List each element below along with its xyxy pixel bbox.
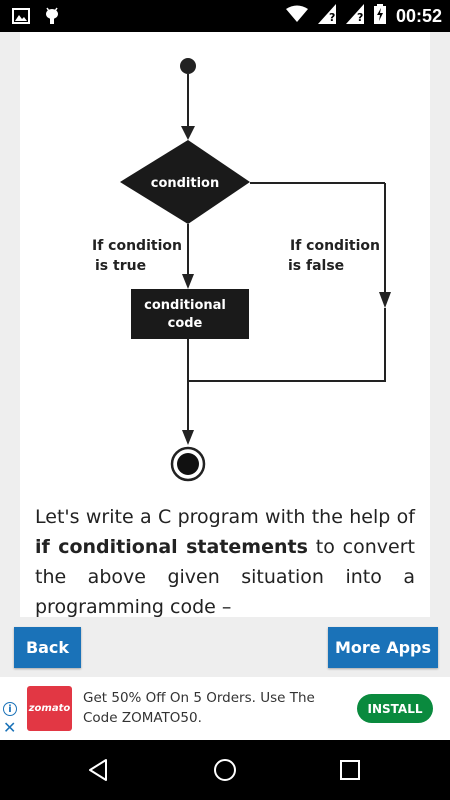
article-paragraph: Let's write a C program with the help of… [35, 502, 415, 617]
android-debug-icon [44, 7, 60, 30]
button-bar: Back More Apps [0, 617, 450, 677]
wifi-icon [285, 5, 308, 28]
ad-banner[interactable]: i ✕ zomato Get 50% Off On 5 Orders. Use … [0, 677, 450, 740]
false-label-line2: is false [288, 258, 344, 274]
back-button[interactable]: Back [14, 627, 81, 668]
svg-text:?: ? [329, 11, 335, 24]
install-button[interactable]: INSTALL [357, 694, 433, 723]
true-label-line1: If condition [92, 238, 182, 254]
battery-charging-icon [373, 4, 386, 29]
process-label-line2: code [168, 316, 203, 331]
svg-text:?: ? [357, 11, 363, 24]
home-nav-icon[interactable] [205, 754, 245, 786]
process-label-line1: conditional [144, 298, 226, 313]
decision-label: condition [151, 176, 220, 191]
status-time: 00:52 [395, 6, 442, 26]
arrowhead-end [182, 430, 194, 445]
status-bar: ? ? 00:52 [0, 0, 450, 32]
paragraph-bold: if conditional statements [35, 536, 308, 558]
paragraph-text-1: Let's write a C program with the help of [35, 506, 415, 528]
start-node [180, 58, 196, 74]
process-box [131, 289, 249, 339]
end-node-inner [177, 453, 199, 475]
paragraph-text-2: to convert the above given situation int… [35, 536, 415, 617]
image-icon [12, 8, 30, 29]
article-card: condition conditional code If condition … [20, 32, 430, 617]
recents-nav-icon[interactable] [330, 754, 370, 786]
ad-text[interactable]: Get 50% Off On 5 Orders. Use The Code ZO… [83, 690, 315, 726]
true-label-line2: is true [95, 258, 146, 274]
zomato-logo[interactable]: zomato [27, 686, 72, 731]
more-apps-button[interactable]: More Apps [328, 627, 438, 668]
signal-unknown-icon-2: ? [345, 4, 364, 29]
decision-diamond [120, 140, 250, 224]
false-label-line1: If condition [290, 238, 380, 254]
arrowhead-1 [181, 126, 195, 140]
ad-info-icon[interactable]: i [3, 702, 17, 716]
back-nav-icon[interactable] [79, 754, 119, 786]
content-area[interactable]: condition conditional code If condition … [0, 32, 450, 617]
arrowhead-false [379, 292, 391, 308]
arrowhead-true [182, 274, 194, 289]
navigation-bar [0, 740, 450, 800]
ad-close-icon[interactable]: ✕ [3, 718, 17, 737]
signal-unknown-icon: ? [317, 4, 336, 29]
flowchart-diagram: condition conditional code If condition … [92, 58, 391, 482]
